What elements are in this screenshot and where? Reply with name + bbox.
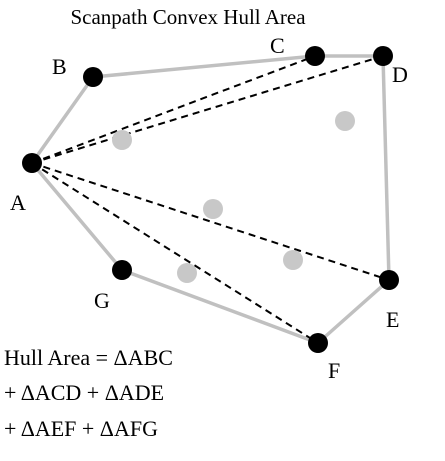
triangulation-lines	[31, 55, 390, 344]
diagonal-a-d	[31, 55, 384, 164]
vertex-label-g: G	[94, 288, 110, 313]
diagonal-a-e	[31, 162, 390, 281]
vertex-point-d	[373, 46, 393, 66]
vertex-point-g	[112, 260, 132, 280]
diagram-title: Scanpath Convex Hull Area	[70, 5, 306, 29]
interior-point	[177, 263, 197, 283]
interior-points	[112, 111, 355, 283]
vertex-label-f: F	[328, 358, 340, 383]
hull-vertices	[22, 46, 399, 353]
vertex-label-d: D	[392, 62, 408, 87]
vertex-point-b	[83, 67, 103, 87]
interior-point	[112, 130, 132, 150]
interior-point	[283, 250, 303, 270]
vertex-point-e	[379, 270, 399, 290]
hull-area-formula: Hull Area = ΔABC + ΔACD + ΔADE + ΔAEF + …	[4, 345, 173, 441]
vertex-label-b: B	[52, 54, 67, 79]
formula-line-3: + ΔAEF + ΔAFG	[4, 416, 158, 441]
vertex-labels: A B C D E F G	[10, 33, 408, 383]
formula-line-1: Hull Area = ΔABC	[4, 345, 173, 370]
vertex-point-c	[305, 46, 325, 66]
vertex-label-a: A	[10, 190, 26, 215]
interior-point	[203, 199, 223, 219]
vertex-label-e: E	[386, 307, 399, 332]
diagonal-a-f	[31, 162, 319, 344]
vertex-point-f	[308, 333, 328, 353]
formula-line-2: + ΔACD + ΔADE	[4, 380, 164, 405]
interior-point	[335, 111, 355, 131]
vertex-label-c: C	[270, 33, 285, 58]
diagonal-a-c	[31, 55, 316, 164]
convex-hull-outline	[30, 54, 391, 345]
vertex-point-a	[22, 153, 42, 173]
